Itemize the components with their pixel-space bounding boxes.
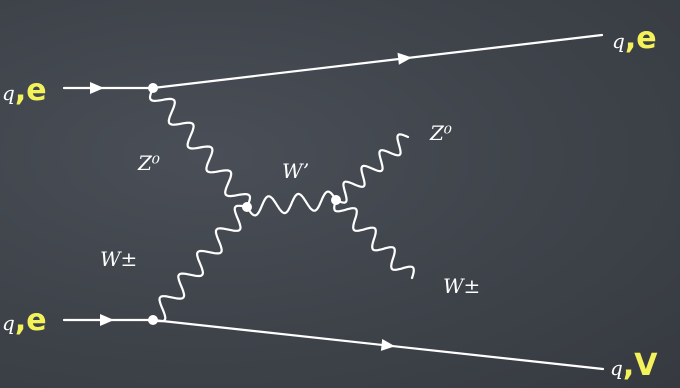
vertex-bottom xyxy=(148,315,158,325)
vertex-right-cross xyxy=(331,195,341,205)
bottom-left-particle-label: q,e xyxy=(2,303,47,338)
outgoing-bottom-fermion-line xyxy=(151,318,605,371)
incoming-top-arrow xyxy=(90,82,104,94)
z0-left-boson-line xyxy=(148,86,252,209)
w-left-boson-line xyxy=(151,204,249,323)
incoming-bottom-arrow xyxy=(100,314,114,326)
w-right-boson-line xyxy=(333,198,415,280)
w-prime-label: W’ xyxy=(282,159,309,183)
z0-right-label: Z⁰ xyxy=(429,121,452,145)
z0-right-boson-line xyxy=(334,133,410,204)
w-prime-boson-line xyxy=(245,190,338,217)
outgoing-top-arrow xyxy=(397,52,412,65)
outgoing-top-fermion-line xyxy=(151,33,604,90)
outgoing-bottom-arrow xyxy=(380,339,395,351)
top-right-particle-label: q,e xyxy=(612,21,657,56)
top-left-particle-label: q,e xyxy=(2,73,47,108)
vertex-top xyxy=(148,83,158,93)
w-left-label: W± xyxy=(100,247,137,271)
w-right-label: W± xyxy=(443,274,480,298)
bottom-right-particle-label: q,V xyxy=(610,348,658,383)
vertex-left-cross xyxy=(242,202,252,212)
z0-left-label: Z⁰ xyxy=(137,151,160,175)
